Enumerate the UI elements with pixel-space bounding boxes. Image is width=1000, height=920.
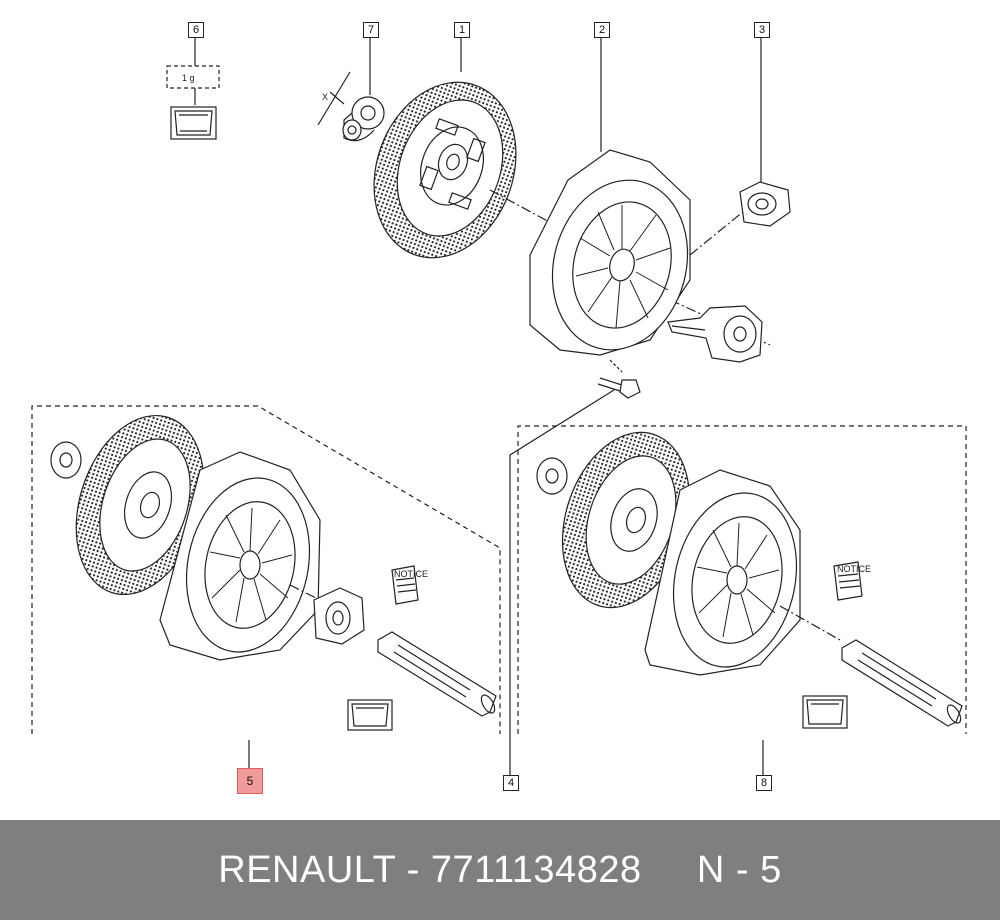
callout-1: 1 <box>454 22 470 38</box>
pressure-plate-icon <box>529 149 691 356</box>
kit8-notice-booklet-icon <box>833 561 863 601</box>
bolt-icon <box>597 377 641 399</box>
pilot-bearing-icon <box>342 96 385 142</box>
callout-4: 4 <box>503 775 519 791</box>
grease-sachet-icon <box>170 106 217 140</box>
clutch-disc-icon <box>373 81 517 259</box>
callout-5-highlighted: 5 <box>237 768 263 794</box>
footer-bar: RENAULT - 7711134828 N - 5 <box>0 820 1000 920</box>
release-bearing-icon <box>739 181 791 227</box>
kit5-release-bearing-icon <box>313 587 365 645</box>
grease-label: 1 g <box>182 73 195 83</box>
callout-8: 8 <box>756 775 772 791</box>
callout-2: 2 <box>594 22 610 38</box>
dimension-label: X <box>322 92 328 102</box>
kit8-notice-label: NOTICE <box>837 564 871 574</box>
kit8-alignment-tool-icon <box>841 639 963 727</box>
kit5-grease-sachet-icon <box>347 699 393 731</box>
kit-5-outline <box>31 405 501 734</box>
kit5-notice-booklet-icon <box>391 565 419 605</box>
kit8-pilot-bearing-icon <box>536 457 568 495</box>
kit5-alignment-tool-icon <box>377 631 497 717</box>
kit8-pressure-plate-icon <box>644 469 801 676</box>
kit5-notice-label: NOTICE <box>394 569 428 579</box>
kit-8-outline <box>517 425 967 734</box>
footer-part-number: RENAULT - 7711134828 N - 5 <box>218 848 782 891</box>
grease-box <box>166 65 220 89</box>
exploded-clutch-diagram: 1 g X <box>31 37 967 775</box>
callout-7: 7 <box>363 22 379 38</box>
guide-sleeve-icon <box>667 305 763 363</box>
kit8-clutch-disc-icon <box>561 431 691 609</box>
notice-labels: NOTICE NOTICE <box>394 564 871 579</box>
callout-6: 6 <box>188 22 204 38</box>
kit5-pressure-plate-icon <box>159 451 321 661</box>
callout-3: 3 <box>754 22 770 38</box>
kit5-pilot-bearing-icon <box>50 441 82 479</box>
kit8-grease-sachet-icon <box>802 695 848 729</box>
